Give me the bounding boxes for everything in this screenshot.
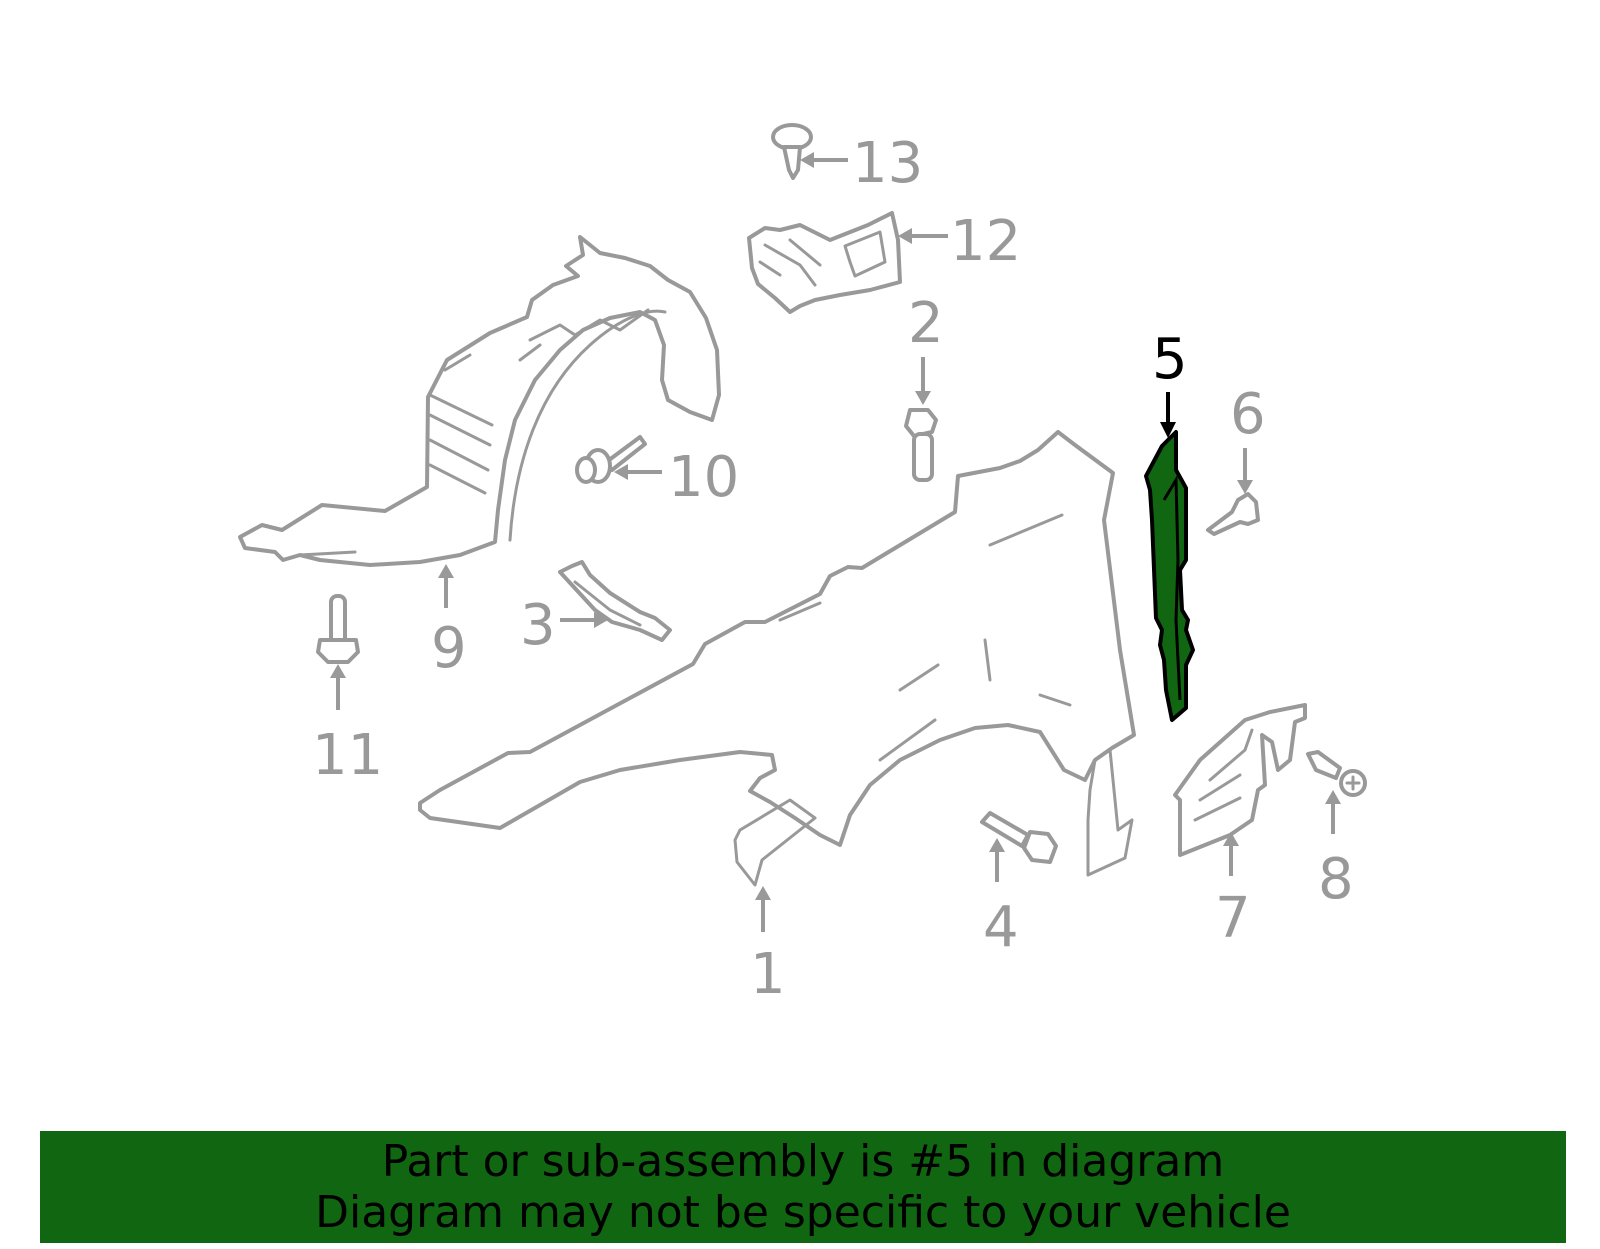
part-1-fender xyxy=(418,430,1136,887)
part-5-highlighted xyxy=(1144,430,1195,722)
banner-line-1: Part or sub-assembly is #5 in diagram xyxy=(381,1136,1225,1187)
callout-13: 13 xyxy=(852,131,923,196)
part-7-bracket xyxy=(1173,703,1307,857)
callout-4: 4 xyxy=(983,895,1019,960)
callout-8: 8 xyxy=(1318,847,1354,912)
banner-line-2: Diagram may not be specific to your vehi… xyxy=(315,1187,1291,1238)
callout-9: 9 xyxy=(431,616,467,681)
callout-10: 10 xyxy=(668,445,739,510)
part-3-bracket xyxy=(558,560,672,642)
callout-labels: 13 12 2 5 6 10 3 9 11 1 4 7 8 xyxy=(312,131,1354,1007)
part-8-screw xyxy=(1306,750,1367,797)
part-13-push-pin xyxy=(771,123,813,180)
callout-2: 2 xyxy=(908,291,944,356)
part-6-clip xyxy=(1206,492,1260,536)
callout-3: 3 xyxy=(520,593,556,658)
callout-1: 1 xyxy=(750,942,786,1007)
part-11-bolt xyxy=(316,594,360,664)
part-9-fender-liner xyxy=(238,235,721,567)
part-10-clip xyxy=(575,435,647,484)
callout-5: 5 xyxy=(1152,327,1188,392)
part-4-bolt xyxy=(980,811,1058,864)
callout-arrows xyxy=(330,152,1341,932)
info-banner: Part or sub-assembly is #5 in diagram Di… xyxy=(40,1131,1566,1243)
callout-12: 12 xyxy=(950,209,1021,274)
callout-6: 6 xyxy=(1230,382,1266,447)
callout-7: 7 xyxy=(1215,886,1251,951)
callout-11: 11 xyxy=(312,723,383,788)
part-12-bracket xyxy=(747,211,902,314)
part-2-bolt xyxy=(904,408,938,482)
